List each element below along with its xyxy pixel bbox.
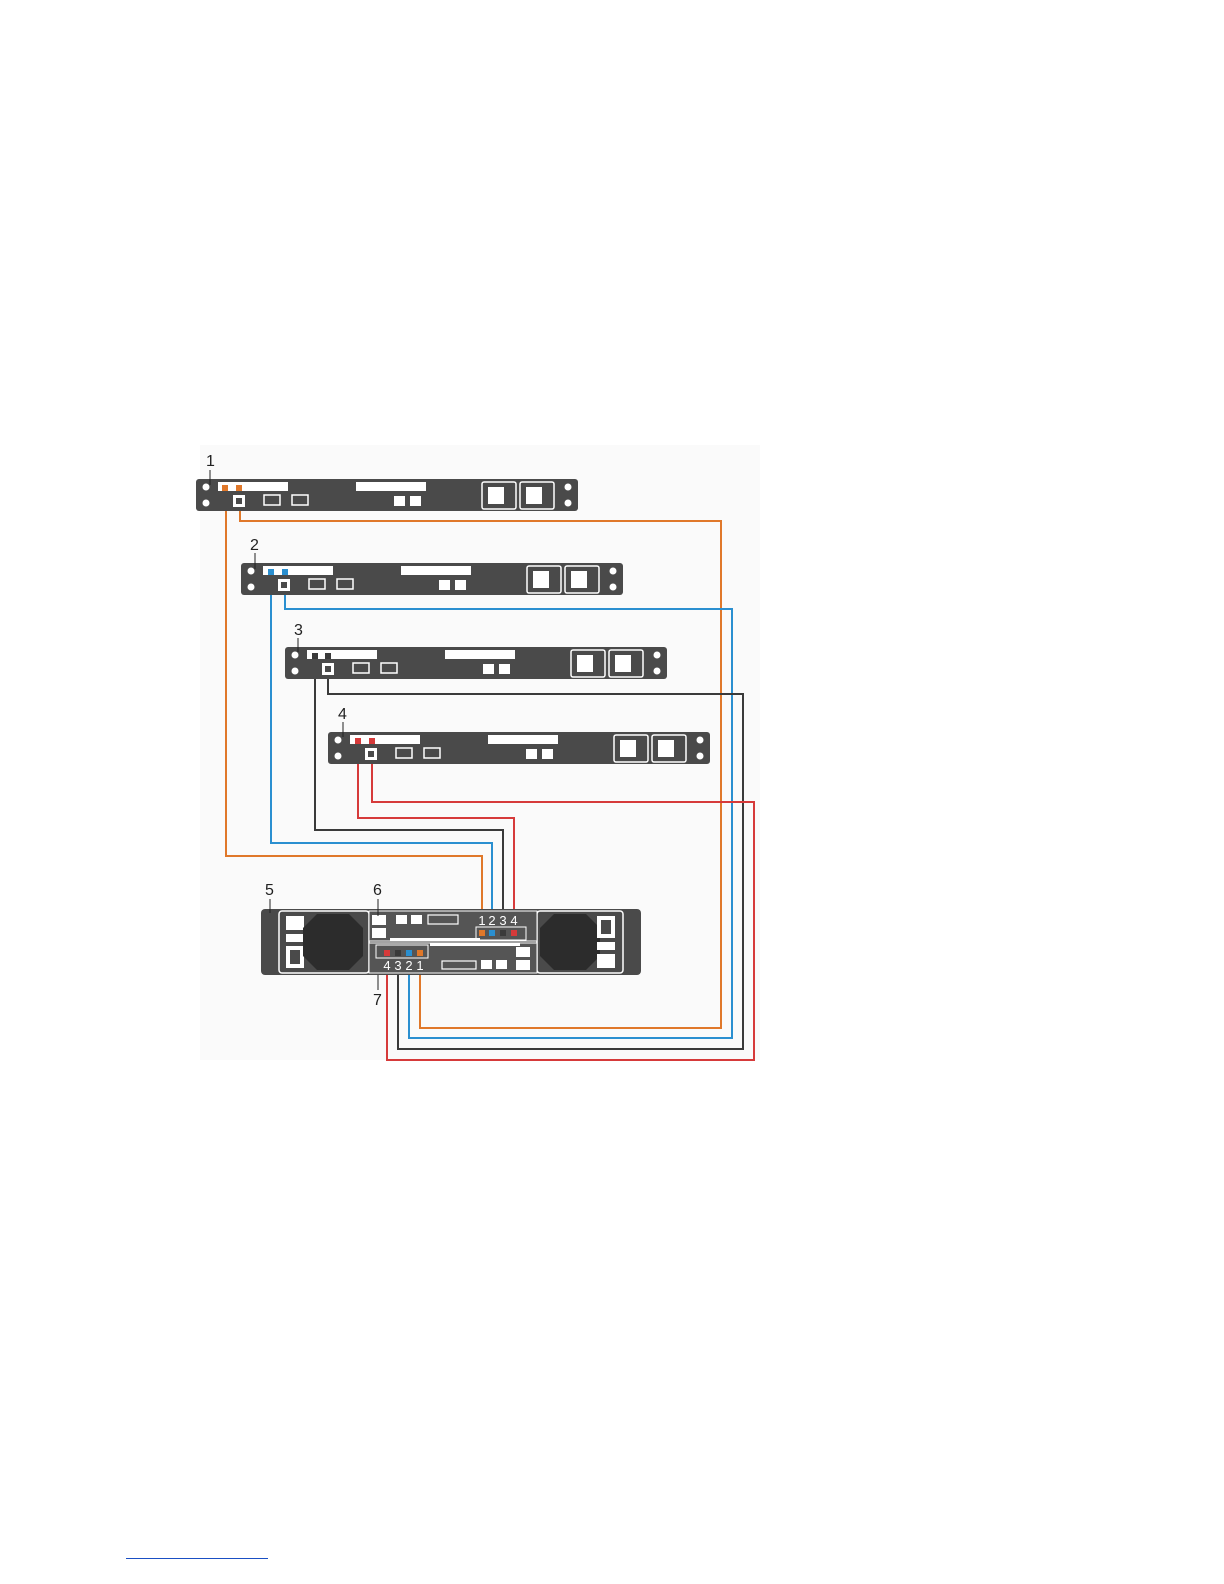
lower-port-label: 3 [394, 958, 401, 973]
callout-5: 5 [265, 882, 274, 899]
left-fan-icon [303, 914, 363, 970]
callout-1: 1 [206, 453, 215, 470]
right-fan-icon [540, 914, 600, 970]
upper-port-label: 4 [510, 913, 517, 928]
lower-port-label: 1 [416, 958, 423, 973]
server-4 [328, 732, 710, 764]
server-2 [241, 563, 623, 595]
callout-7: 7 [373, 992, 382, 1009]
server-1 [196, 479, 578, 511]
footnote-rule [126, 1558, 268, 1559]
callout-4: 4 [338, 706, 347, 723]
upper-port-label: 1 [478, 913, 485, 928]
lower-port-label: 4 [383, 958, 390, 973]
storage-enclosure [261, 909, 641, 975]
upper-port-label: 3 [499, 913, 506, 928]
upper-port-label: 2 [488, 913, 495, 928]
server-3 [285, 647, 667, 679]
callout-3: 3 [294, 622, 303, 639]
callout-2: 2 [250, 537, 259, 554]
callout-6: 6 [373, 882, 382, 899]
lower-port-label: 2 [405, 958, 412, 973]
